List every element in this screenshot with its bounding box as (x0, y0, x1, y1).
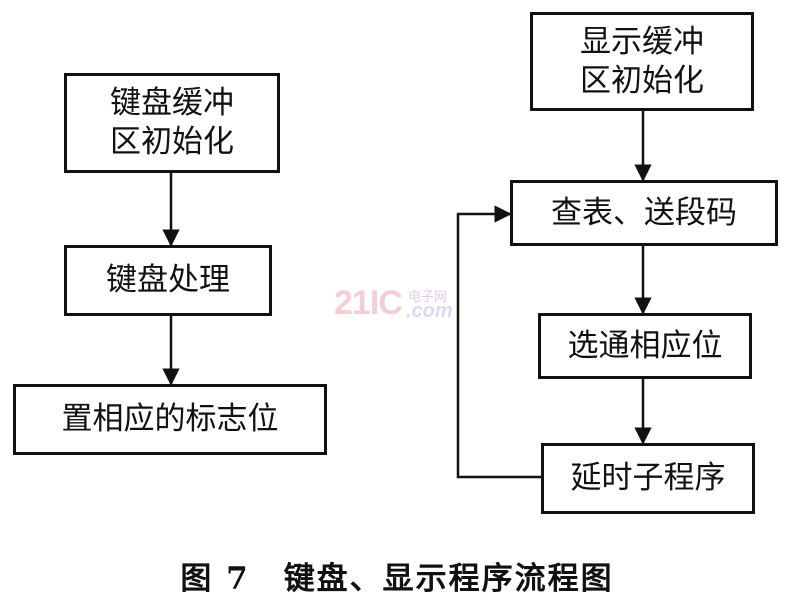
keyboard-process-box: 键盘处理 (64, 245, 272, 316)
display-buffer-init-line2: 区初始化 (580, 62, 704, 99)
keyboard-process-label: 键盘处理 (106, 262, 230, 299)
keyboard-buffer-init-line1: 键盘缓冲 (110, 85, 234, 122)
select-bit-label: 选通相应位 (567, 327, 723, 364)
delay-subroutine-box: 延时子程序 (541, 443, 755, 514)
site-watermark: 21IC 电子网 .com (334, 284, 464, 328)
set-flag-label: 置相应的标志位 (61, 401, 279, 438)
watermark-domain: .com (406, 300, 453, 322)
loop-back-arrow (456, 205, 541, 479)
select-bit-box: 选通相应位 (538, 313, 752, 379)
keyboard-buffer-init-line2: 区初始化 (110, 124, 234, 160)
lookup-send-segment-label: 查表、送段码 (551, 194, 737, 231)
watermark-number: 21IC (334, 284, 403, 322)
display-buffer-init-line1: 显示缓冲 (580, 23, 704, 60)
figure-number: 图 7 (180, 561, 250, 597)
delay-subroutine-label: 延时子程序 (570, 460, 726, 497)
figure-title: 键盘、显示程序流程图 (283, 561, 614, 597)
figure-caption: 图 7 键盘、显示程序流程图 (0, 553, 794, 598)
watermark-site-cn: 电子网 (408, 290, 448, 305)
set-flag-box: 置相应的标志位 (13, 384, 327, 455)
keyboard-buffer-init-box: 键盘缓冲 区初始化 (64, 73, 280, 173)
display-buffer-init-box: 显示缓冲 区初始化 (530, 12, 754, 111)
lookup-send-segment-box: 查表、送段码 (510, 180, 778, 246)
